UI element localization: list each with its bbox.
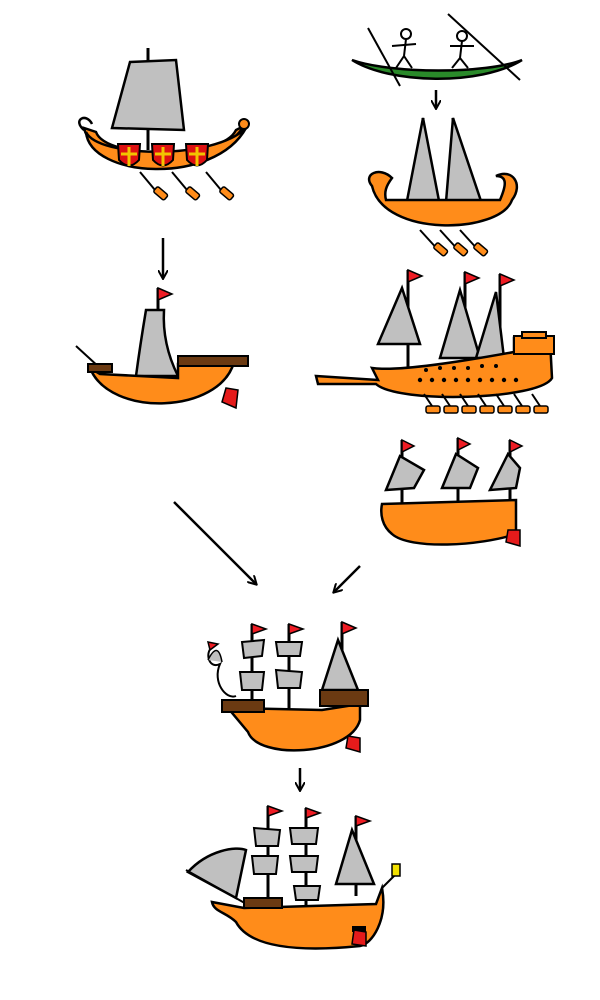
arrow-cog-to-carrack xyxy=(173,501,256,584)
rudder-icon xyxy=(351,929,367,947)
galleon-sail xyxy=(334,826,376,886)
caravel-sail xyxy=(440,452,480,490)
trireme-icon xyxy=(367,117,519,257)
carrack-icon xyxy=(206,620,369,753)
canoe-icon xyxy=(351,13,523,87)
paddler-figure xyxy=(391,28,417,69)
shield-icon xyxy=(150,143,176,167)
shield-icon xyxy=(116,143,142,167)
rudder-icon xyxy=(221,387,239,410)
oar-port-row xyxy=(417,364,519,383)
galley-icon xyxy=(314,268,555,414)
galleon-hull xyxy=(210,883,385,950)
flag-icon xyxy=(206,641,220,652)
cog-castle xyxy=(177,355,249,367)
galley-hull xyxy=(314,336,554,399)
evolution-arrows xyxy=(163,90,436,790)
trireme-hull xyxy=(367,170,519,227)
trireme-sail xyxy=(404,117,442,208)
oar-icon xyxy=(139,171,235,201)
flag-icon xyxy=(401,438,416,454)
flag-icon xyxy=(251,622,269,636)
longship-sail xyxy=(110,58,186,132)
oar-icon xyxy=(419,229,489,257)
galley-sail xyxy=(438,285,482,360)
cog-sail xyxy=(134,308,181,378)
rudder-icon xyxy=(505,529,521,547)
arrow-caravel-to-carrack xyxy=(334,565,361,592)
flag-icon xyxy=(464,270,481,286)
flag-icon xyxy=(509,438,524,454)
flag-icon xyxy=(499,272,516,288)
galley-sail xyxy=(376,284,422,346)
flag-icon xyxy=(157,286,174,302)
cog-icon xyxy=(75,286,249,410)
lantern-icon xyxy=(391,863,401,877)
trireme-sail xyxy=(444,117,484,206)
caravel-icon xyxy=(380,436,524,547)
galleon-icon xyxy=(185,804,401,950)
rudder-icon xyxy=(345,735,361,753)
flag-icon xyxy=(341,620,358,636)
flag-icon xyxy=(407,268,424,284)
flag-icon xyxy=(457,436,472,452)
caravel-hull xyxy=(380,498,518,546)
flag-icon xyxy=(267,804,285,818)
paddler-figure xyxy=(450,30,474,69)
canoe-hull xyxy=(351,58,523,80)
oar-icon xyxy=(423,393,549,414)
caravel-sail xyxy=(487,451,522,492)
viking-longship-icon xyxy=(78,48,250,201)
caravel-sail xyxy=(384,454,426,492)
flag-icon xyxy=(355,814,373,828)
galleon-jib-sail xyxy=(186,847,248,900)
carrack-sail xyxy=(320,636,360,692)
carrack-hull xyxy=(225,702,362,752)
flag-icon xyxy=(305,806,323,820)
flag-icon xyxy=(288,622,306,636)
shield-icon xyxy=(184,143,210,167)
